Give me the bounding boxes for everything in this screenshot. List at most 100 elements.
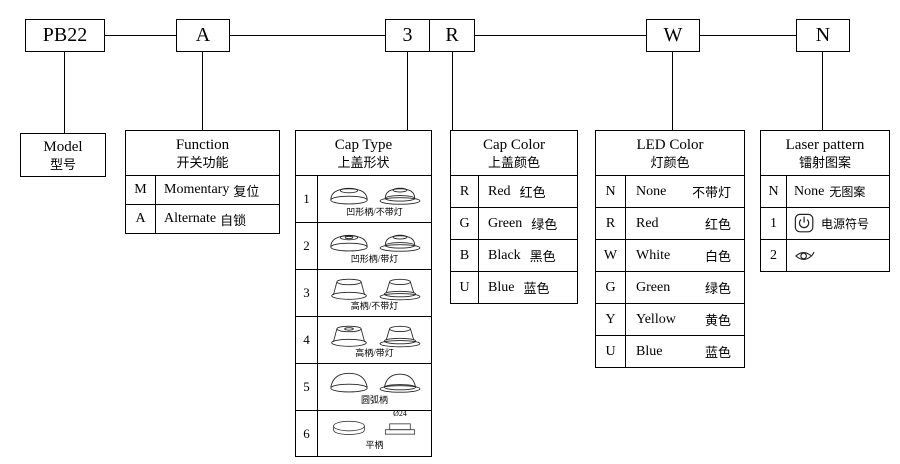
code-box-cap-color: R bbox=[429, 19, 475, 52]
label-zh: 红色 bbox=[519, 185, 546, 200]
table-row: 3 高柄/不带灯 bbox=[296, 269, 431, 316]
table-row: U Blue 蓝色 bbox=[451, 271, 577, 303]
cap-caption: 凹形柄/带灯 bbox=[350, 254, 399, 264]
cap-color-title-zh: 上盖颜色 bbox=[487, 154, 540, 170]
led-color-drop-line bbox=[672, 52, 673, 130]
cap-type-title-zh: 上盖形状 bbox=[337, 154, 390, 170]
label-en: None bbox=[636, 183, 667, 199]
label-en: Yellow bbox=[636, 311, 676, 327]
code-cell: U bbox=[451, 272, 479, 303]
concave-cap-lit-icon bbox=[379, 234, 421, 252]
cap-caption: 高柄/带灯 bbox=[355, 348, 394, 358]
label-zh: 绿色 bbox=[704, 281, 731, 296]
code-cell: W bbox=[596, 240, 626, 271]
cap-caption: 凹形柄/不带灯 bbox=[346, 207, 403, 217]
label-en: Blue bbox=[636, 343, 663, 359]
table-row: 1 凹形柄/不带灯 bbox=[296, 175, 431, 222]
label-en: Momentary bbox=[164, 182, 230, 197]
label-en: Green bbox=[636, 279, 671, 295]
cap-color-title-en: Cap Color bbox=[482, 136, 546, 153]
cap-cell: 高柄/带灯 bbox=[318, 317, 431, 363]
table-row: G Green 绿色 bbox=[596, 271, 744, 303]
label-cell: 电源符号 bbox=[787, 208, 889, 239]
cap-type-drop-line bbox=[407, 52, 408, 130]
code-box-laser: N bbox=[796, 19, 850, 52]
cap-caption: 圆弧柄 bbox=[360, 395, 388, 405]
table-header: Function 开关功能 bbox=[126, 131, 279, 175]
code-cell: 2 bbox=[296, 223, 318, 269]
function-title-en: Function bbox=[175, 136, 230, 153]
code-cell: 6 bbox=[296, 411, 318, 456]
label-en: White bbox=[636, 247, 671, 263]
cap-caption: 高柄/不带灯 bbox=[350, 301, 399, 311]
laser-pattern-table: Laser pattern 镭射图案 N None 无图案 1 电源符号 2 bbox=[760, 130, 890, 272]
cap-type-title-en: Cap Type bbox=[334, 136, 393, 153]
code-cell: 1 bbox=[296, 176, 318, 222]
label-cell: White 白色 bbox=[626, 240, 744, 271]
label-cell bbox=[787, 240, 889, 271]
cap-cell: 高柄/不带灯 bbox=[318, 270, 431, 316]
function-drop-line bbox=[202, 52, 203, 130]
label-zh: 蓝色 bbox=[523, 281, 550, 296]
tall-cap-lit-icon bbox=[379, 325, 421, 348]
concave-cap-icon bbox=[330, 187, 368, 205]
code-box-cap-type: 3 bbox=[385, 19, 430, 52]
code-cell: R bbox=[596, 208, 626, 239]
table-header: Cap Type 上盖形状 bbox=[296, 131, 431, 175]
code-cell: 1 bbox=[761, 208, 787, 239]
label-en: Red bbox=[636, 215, 659, 231]
table-row: 2 凹形柄/带灯 bbox=[296, 222, 431, 269]
label-cell: Momentary 复位 bbox=[156, 176, 279, 204]
laser-title-zh: 镭射图案 bbox=[798, 154, 851, 170]
table-row: 6 Ø24 平柄 bbox=[296, 408, 431, 456]
cap-cell: 凹形柄/不带灯 bbox=[318, 176, 431, 222]
flat-cap-icon bbox=[333, 420, 365, 435]
label-en: Alternate bbox=[164, 211, 217, 226]
code-cell: 4 bbox=[296, 317, 318, 363]
table-row: 5 圆弧柄 bbox=[296, 363, 431, 410]
label-en: Black bbox=[488, 247, 521, 263]
label-zh: 白色 bbox=[704, 249, 731, 264]
label-zh: 自锁 bbox=[220, 212, 247, 228]
label-zh: 复位 bbox=[233, 183, 260, 199]
label-en: Blue bbox=[488, 279, 515, 295]
code-cell: G bbox=[451, 208, 479, 239]
model-box: Model 型号 bbox=[20, 133, 106, 177]
dome-cap-icon bbox=[330, 372, 368, 393]
code-cell: U bbox=[596, 336, 626, 367]
dome-cap-icon bbox=[379, 373, 421, 393]
code-box-model: PB22 bbox=[25, 19, 105, 52]
code-cell: M bbox=[126, 176, 156, 204]
label-cell: None 无图案 bbox=[787, 176, 889, 207]
led-color-title-en: LED Color bbox=[636, 136, 704, 153]
diameter-dim-label: Ø24 bbox=[393, 408, 407, 418]
cap-cell: 圆弧柄 bbox=[318, 364, 431, 410]
code-cell: G bbox=[596, 272, 626, 303]
cap-color-drop-line bbox=[452, 52, 453, 130]
cap-cell: 凹形柄/带灯 bbox=[318, 223, 431, 269]
eye-icon bbox=[795, 251, 815, 260]
table-row: 4 高柄/带灯 bbox=[296, 316, 431, 363]
table-row: A Alternate 自锁 bbox=[126, 204, 279, 233]
label-cell: Green 绿色 bbox=[626, 272, 744, 303]
function-title-zh: 开关功能 bbox=[176, 154, 229, 170]
label-zh: 不带灯 bbox=[691, 185, 731, 200]
table-header: Laser pattern 镭射图案 bbox=[761, 131, 889, 175]
code-box-led-color: W bbox=[646, 19, 700, 52]
concave-cap-lit-icon bbox=[330, 234, 368, 252]
code-cell: 5 bbox=[296, 364, 318, 410]
table-header: LED Color 灯颜色 bbox=[596, 131, 744, 175]
label-cell: Alternate 自锁 bbox=[156, 205, 279, 233]
code-cell: Y bbox=[596, 304, 626, 335]
tall-cap-lit-icon bbox=[331, 325, 367, 347]
